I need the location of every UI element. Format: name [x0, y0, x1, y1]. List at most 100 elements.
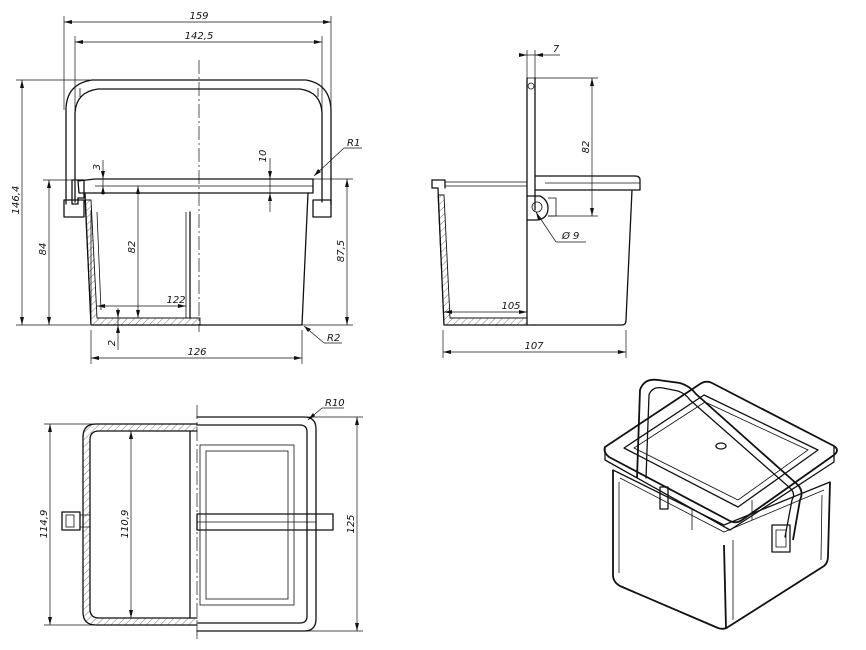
dim-front-inner-bottom-width: 122: [166, 295, 185, 306]
dim-front-right-height: 87,5: [336, 240, 347, 262]
isometric-view: [603, 378, 838, 630]
dim-side-inner-width: 105: [501, 301, 520, 312]
front-lid-clip-left: [71, 179, 85, 205]
iso-handle-pivot-left: [659, 486, 669, 510]
top-wall-hatch: [83, 424, 197, 625]
arrow: [268, 171, 272, 179]
arrow: [20, 317, 24, 325]
arrow: [355, 417, 359, 425]
side-rim-left: [431, 179, 446, 189]
iso-handle-pivot-right: [771, 524, 791, 553]
arrow: [618, 350, 626, 354]
arrow: [64, 20, 72, 24]
arrow: [47, 317, 51, 325]
arrow: [345, 179, 349, 187]
top-body-inner-left: [89, 430, 198, 619]
dim-side-handle-offset: 7: [553, 44, 560, 55]
dim-front-inner-height: 82: [127, 241, 138, 254]
arrow: [178, 304, 186, 308]
front-wall-hatch: [84, 199, 201, 326]
arrow: [308, 413, 315, 420]
arrow: [48, 424, 52, 432]
dim-top-inner-depth: 110,9: [120, 510, 131, 539]
arrow: [519, 310, 527, 314]
side-body-right: [534, 189, 633, 326]
arrow: [48, 617, 52, 625]
iso-handle-inner: [645, 387, 795, 538]
dim-front-rim-offset: 3: [92, 164, 103, 170]
label-side-hole-diameter: Ø 9: [561, 230, 579, 242]
label-front-handle-radius: R1: [347, 138, 360, 149]
top-lid-panel-outer: [199, 444, 295, 606]
front-view: 159 142,5 146,4 84 82 87,5: [11, 11, 362, 364]
arrow: [129, 431, 133, 439]
arrow: [304, 326, 311, 332]
side-pivot-hole: [531, 201, 543, 213]
arrow: [268, 193, 272, 201]
dim-side-handle-height: 82: [581, 141, 592, 154]
dim-top-total-depth: 125: [346, 514, 357, 533]
arrow: [590, 208, 594, 216]
side-pivot: [526, 195, 549, 221]
top-lid-outer: [196, 416, 317, 632]
top-lid-panel-inner: [205, 450, 289, 600]
iso-lid-panel-inner: [633, 401, 809, 501]
arrow: [101, 171, 105, 179]
arrow: [536, 212, 541, 220]
side-lid: [534, 175, 641, 191]
arrow: [97, 304, 105, 308]
iso-lid-side: [604, 445, 835, 531]
side-handle-top-hole: [527, 82, 535, 90]
iso-body-rim-front: [612, 469, 831, 526]
arrow: [519, 53, 527, 57]
side-pivot-clip: [548, 197, 557, 217]
front-body-right-wall: [199, 192, 309, 326]
arrow: [136, 186, 140, 194]
dim-side-total-width: 107: [524, 341, 544, 352]
arrow: [323, 20, 331, 24]
label-top-corner-radius: R10: [325, 398, 345, 409]
arrow: [535, 53, 543, 57]
iso-handle-pivot-right-inner: [775, 529, 787, 548]
arrow: [294, 356, 302, 360]
top-clip-tab: [80, 514, 91, 528]
dim-front-total-height: 146,4: [11, 186, 22, 215]
arrow: [75, 40, 83, 44]
front-handle-outer: [65, 79, 332, 205]
front-handle-inner: [74, 88, 323, 203]
top-body-outer-left: [82, 423, 198, 626]
arrow: [355, 623, 359, 631]
top-clip: [61, 511, 81, 531]
dim-top-outer-depth: 114,9: [39, 510, 50, 539]
arrow: [101, 186, 105, 194]
front-handle-pivot-left: [63, 199, 85, 218]
arrow: [47, 180, 51, 188]
arrow: [314, 169, 321, 176]
top-lid-inner: [196, 424, 308, 624]
arrow: [443, 350, 451, 354]
dim-front-total-width: 159: [189, 11, 208, 22]
dim-front-handle-width: 142,5: [185, 31, 214, 42]
arrow: [91, 356, 99, 360]
iso-handle-outer: [636, 378, 803, 541]
side-view: 7 82 Ø 9 105 107: [431, 44, 641, 358]
iso-body-edge-r2: [820, 494, 823, 561]
arrow: [444, 310, 452, 314]
dim-front-bottom-thickness: 2: [107, 340, 118, 346]
iso-body-right: [727, 481, 831, 628]
arrow: [116, 310, 120, 318]
iso-body-vertical-edge: [723, 544, 727, 629]
iso-body-front-left: [612, 470, 729, 630]
arrow: [136, 310, 140, 318]
arrow: [314, 40, 322, 44]
iso-lid-hole: [715, 442, 727, 450]
dim-front-bottom-width: 126: [187, 347, 206, 358]
top-clip-inner: [65, 514, 75, 528]
arrow: [129, 610, 133, 618]
arrow: [20, 80, 24, 88]
arrow: [116, 325, 120, 333]
dim-front-body-height: 84: [38, 243, 49, 256]
dim-front-lid-gap: 10: [258, 150, 269, 163]
label-front-base-radius: R2: [327, 333, 340, 344]
